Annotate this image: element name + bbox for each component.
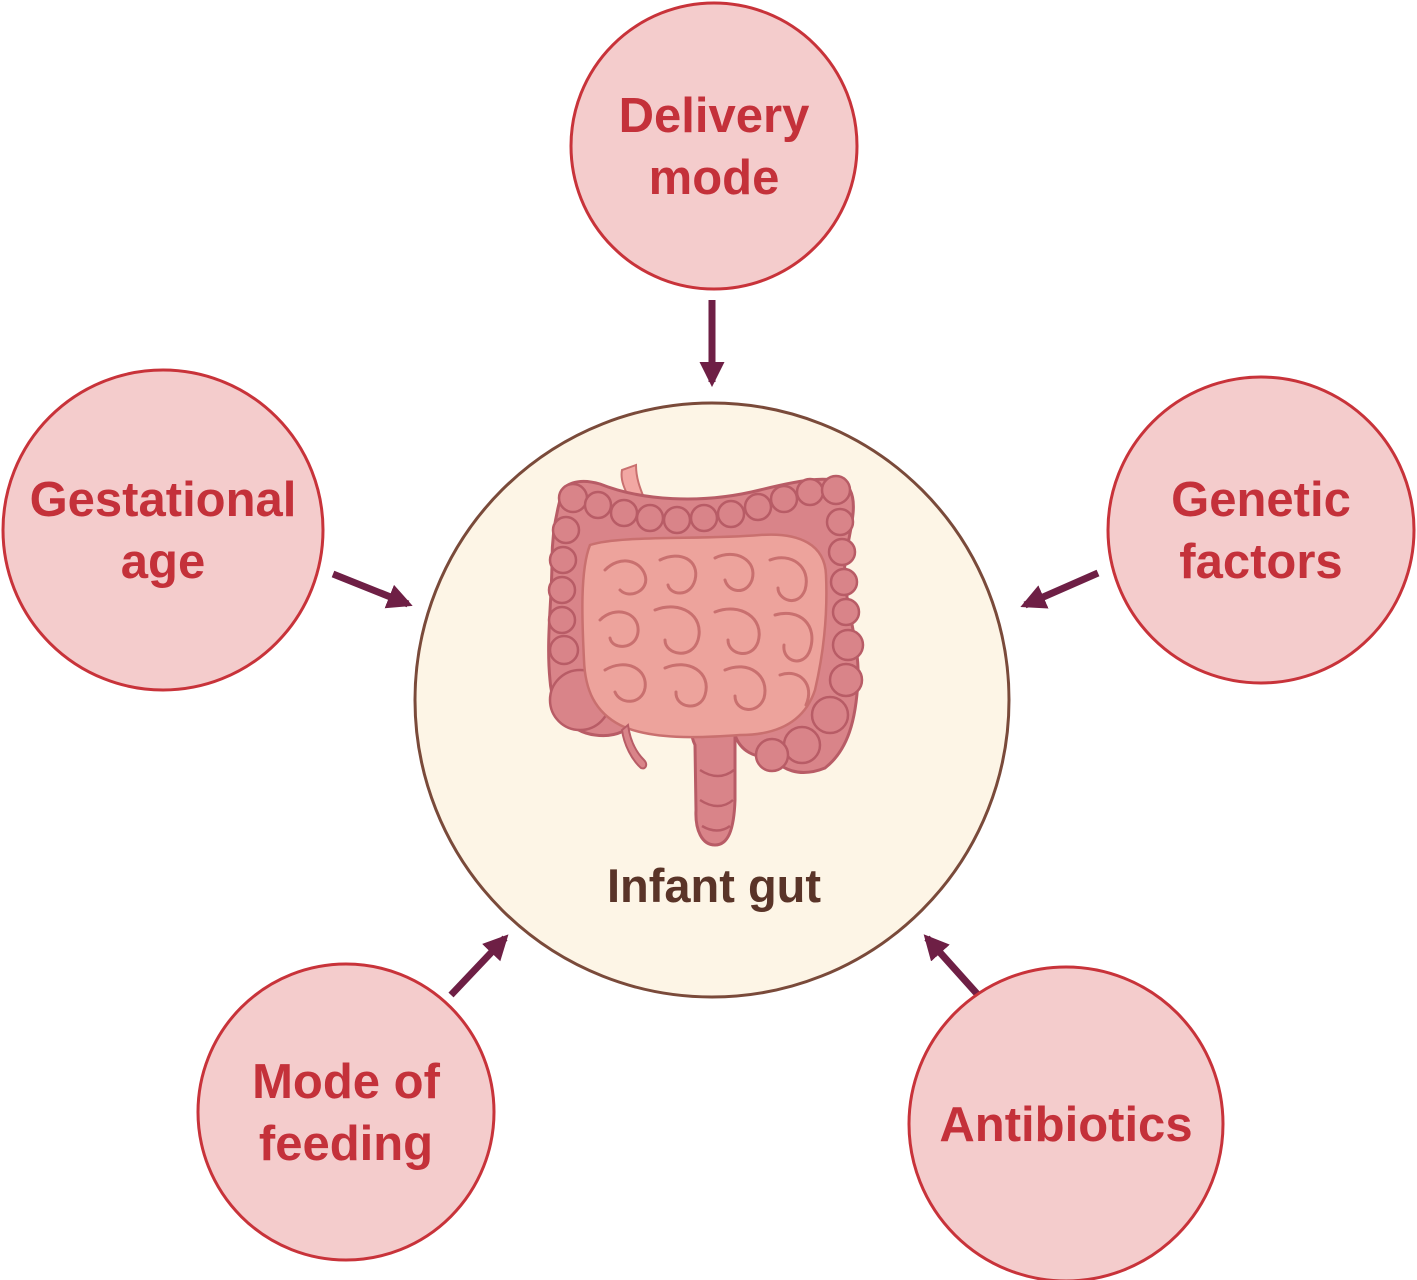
mode-of-feeding-label-line: feeding (259, 1117, 433, 1171)
genetic-factors-arrow (1020, 569, 1100, 609)
center-label: Infant gut (607, 859, 821, 912)
intestines-icon (547, 463, 865, 847)
arrows-group (331, 300, 1100, 999)
small-intestine-shape (581, 533, 828, 739)
appendix-shape (620, 723, 648, 770)
colon-haustra (547, 474, 865, 773)
small-intestine-coils (598, 552, 814, 711)
gestational-age-label-line: Gestational (30, 473, 297, 527)
mode-of-feeding-label-line: Mode of (252, 1055, 440, 1109)
rectum-folds (699, 768, 735, 832)
genetic-factors-label-line: Genetic (1171, 473, 1351, 527)
antibiotics-node: Antibiotics (907, 965, 1225, 1280)
genetic-factors-circle (1106, 375, 1416, 685)
gestational-age-circle (1, 368, 325, 692)
delivery-mode-circle (569, 1, 859, 291)
gestational-age-arrow (331, 570, 413, 609)
mode-of-feeding-circle (196, 962, 496, 1262)
gestational-age-label-line: age (121, 535, 205, 589)
delivery-mode-node: Delivery mode (569, 1, 859, 291)
delivery-mode-label-line: Delivery (619, 89, 810, 143)
antibiotics-label-line: Antibiotics (939, 1098, 1192, 1152)
delivery-mode-label-line: mode (649, 151, 780, 205)
genetic-factors-label-line: factors (1179, 535, 1342, 589)
mode-of-feeding-arrow (448, 934, 509, 998)
genetic-factors-node: Genetic factors (1106, 375, 1416, 685)
antibiotics-arrow (923, 934, 982, 999)
mode-of-feeding-node: Mode of feeding (196, 962, 496, 1262)
gestational-age-node: Gestational age (1, 368, 325, 692)
center-node: Infant gut (413, 401, 1011, 999)
antibiotics-circle (907, 965, 1225, 1280)
